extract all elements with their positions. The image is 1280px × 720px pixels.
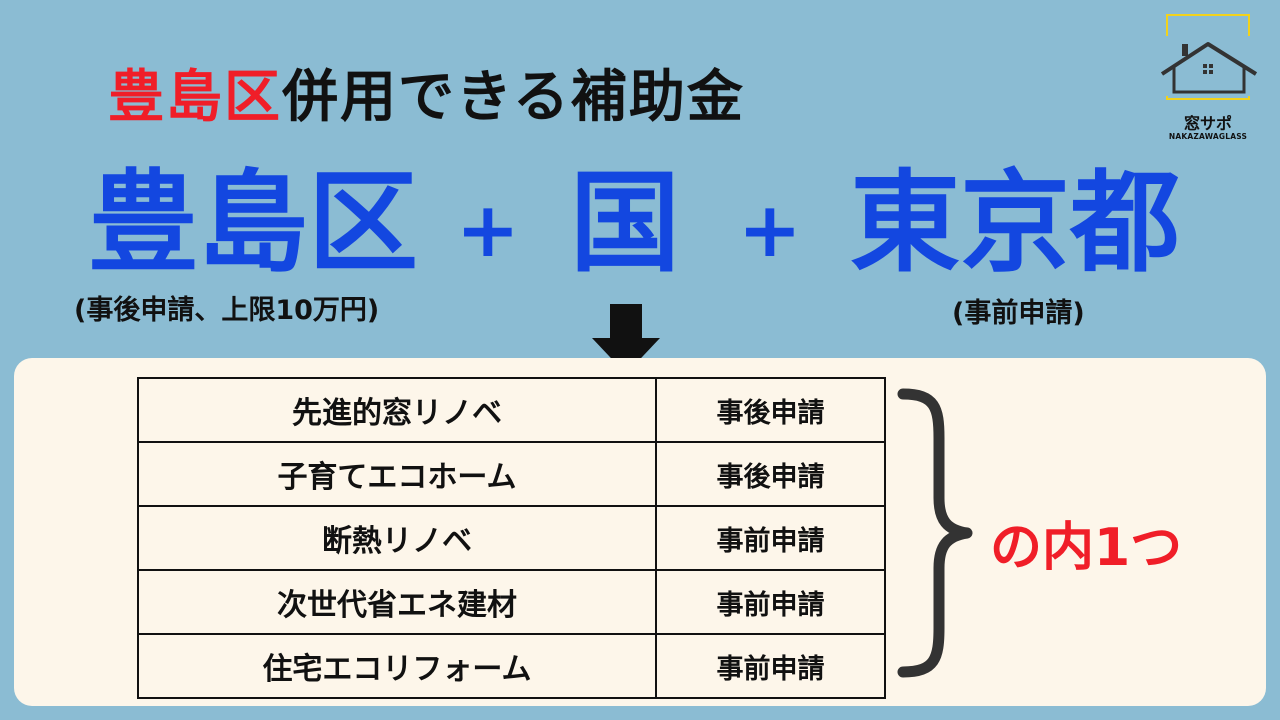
grant-type: 事前申請 (655, 569, 886, 635)
house-icon (1160, 36, 1260, 96)
term-tokyo: 東京都 (850, 159, 1180, 287)
grant-name: 住宅エコリフォーム (137, 633, 657, 699)
grant-table: 先進的窓リノベ 事後申請 子育てエコホーム 事後申請 断熱リノベ 事前申請 次世… (137, 377, 886, 699)
title-accent: 豊島区 (108, 65, 282, 130)
term-toshima: 豊島区 (88, 159, 418, 287)
logo-subtitle: NAKAZAWAGLASS (1168, 132, 1248, 141)
page-title: 豊島区併用できる補助金 (108, 52, 745, 133)
grant-type: 事前申請 (655, 505, 886, 571)
table-row: 断熱リノベ 事前申請 (137, 505, 886, 571)
plus-sign-1: + (456, 185, 520, 274)
term-kuni: 国 (570, 159, 680, 287)
grant-name: 次世代省エネ建材 (137, 569, 657, 635)
table-row: 次世代省エネ建材 事前申請 (137, 569, 886, 635)
grant-type: 事前申請 (655, 633, 886, 699)
toshima-note: (事後申請、上限10万円) (74, 295, 380, 326)
choice-label: の内1つ (990, 518, 1183, 578)
grant-name: 断熱リノベ (137, 505, 657, 571)
plus-sign-2: + (738, 185, 802, 274)
brand-logo: 窓サポ NAKAZAWAGLASS (1160, 14, 1260, 149)
table-row: 先進的窓リノベ 事後申請 (137, 377, 886, 443)
table-row: 子育てエコホーム 事後申請 (137, 441, 886, 507)
grant-name: 子育てエコホーム (137, 441, 657, 507)
grant-name: 先進的窓リノベ (137, 377, 657, 443)
grant-type: 事後申請 (655, 441, 886, 507)
table-row: 住宅エコリフォーム 事前申請 (137, 633, 886, 699)
down-arrow-icon (592, 304, 660, 374)
curly-brace-icon (897, 388, 973, 678)
logo-name: 窓サポ (1183, 114, 1232, 133)
title-rest: 併用できる補助金 (282, 65, 745, 130)
tokyo-note: (事前申請) (952, 298, 1085, 329)
grant-type: 事後申請 (655, 377, 886, 443)
